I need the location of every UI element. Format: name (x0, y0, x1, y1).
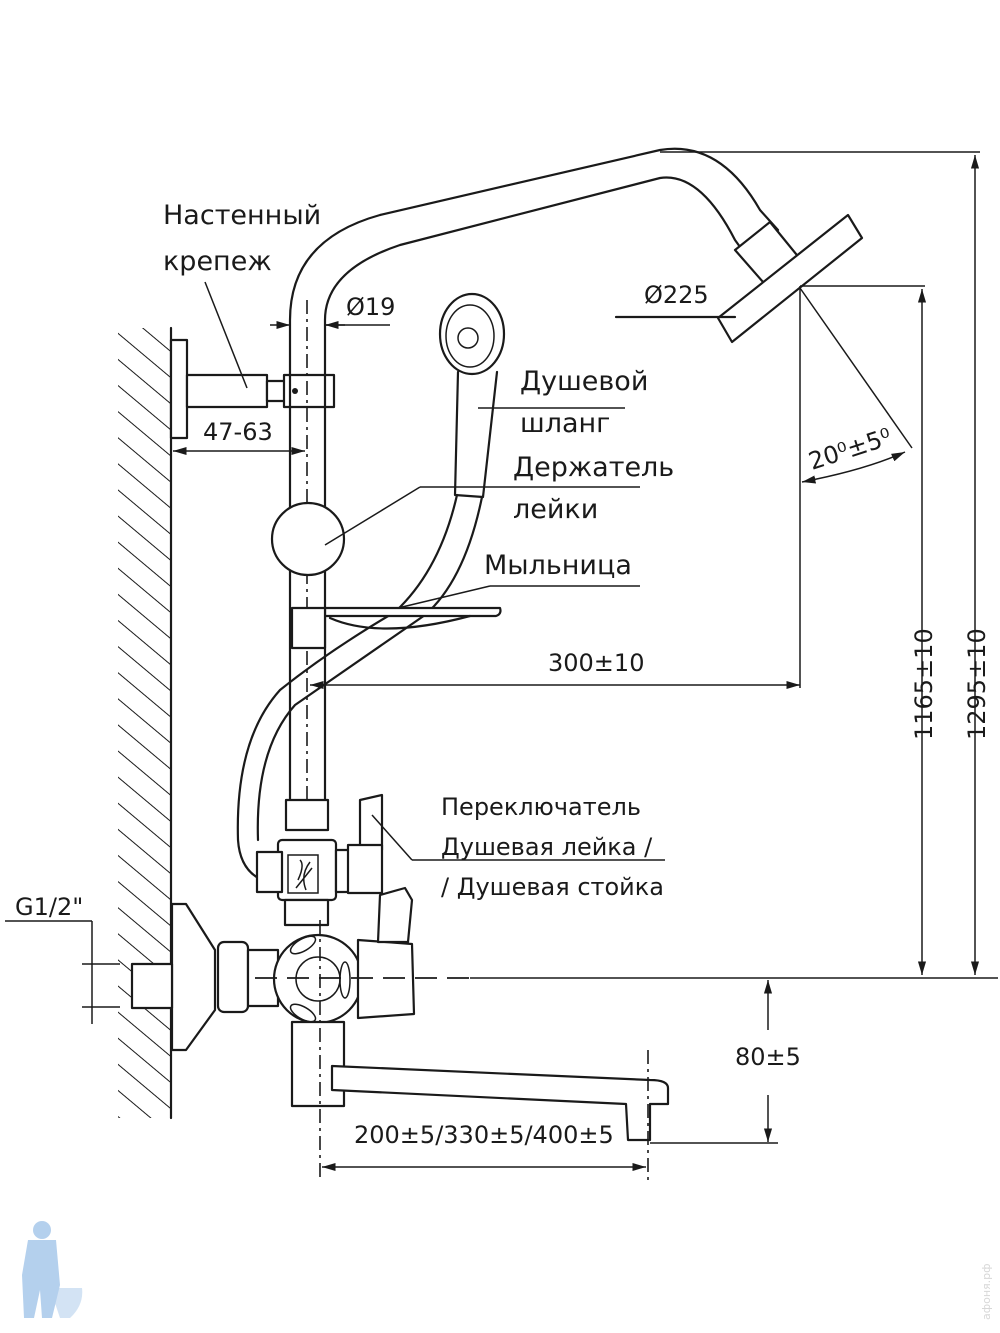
overhead-shower-head (716, 213, 864, 344)
mixer-body (170, 886, 416, 1108)
plumber-mascot-icon (22, 1221, 83, 1318)
leader-lines (204, 281, 665, 861)
diverter-switch[interactable] (255, 793, 384, 902)
hand-shower-holder (270, 501, 346, 577)
label-holder-2: лейки (513, 494, 598, 525)
dim-spout-length: 200±5/330±5/400±5 (354, 1121, 614, 1149)
dim-height-total: 1295±10 (963, 628, 991, 740)
soap-dish (290, 606, 502, 650)
shower-hose (236, 493, 484, 882)
bath-spout (330, 1064, 670, 1142)
dim-reach: 300±10 (548, 649, 644, 677)
label-switch-3: / Душевая стойка (441, 873, 664, 901)
label-wall-mount-2: крепеж (163, 246, 272, 277)
label-soap-dish: Мыльница (484, 550, 632, 581)
label-wall-mount-1: Настенный (163, 200, 321, 231)
center-lines (255, 920, 649, 1180)
inlet-pipe (130, 962, 174, 1010)
label-hose-2: шланг (520, 408, 610, 439)
label-holder-1: Держатель (513, 452, 674, 483)
dim-height-head: 1165±10 (910, 628, 938, 740)
dim-thread: G1/2" (15, 893, 83, 921)
label-switch-1: Переключатель (441, 793, 641, 821)
dim-wall-offset: 47-63 (203, 418, 273, 446)
watermark-text: афоня.рф (980, 1263, 993, 1320)
label-switch-2: Душевая лейка / (441, 833, 653, 861)
dim-pipe-diameter: Ø19 (346, 293, 395, 321)
label-hose-1: Душевой (520, 366, 648, 397)
dimension-lines (5, 151, 998, 1172)
dim-head-angle: 20⁰±5⁰ (805, 423, 895, 476)
hand-shower (438, 292, 506, 499)
dim-head-diameter: Ø225 (644, 281, 709, 309)
dim-spout-drop: 80±5 (735, 1043, 801, 1071)
